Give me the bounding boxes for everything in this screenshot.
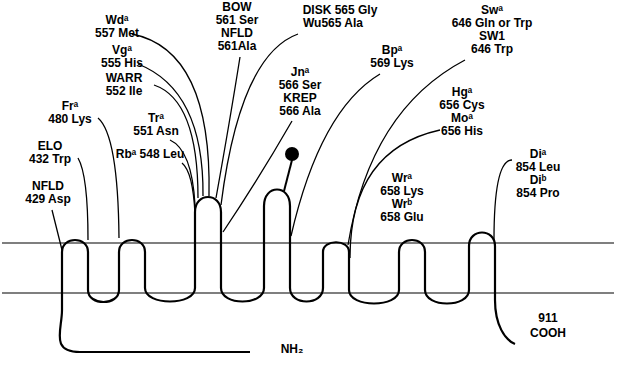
antigen-label: 854 Leu xyxy=(516,161,561,174)
antigen-label: 432 Trp xyxy=(29,153,71,166)
antigen-label: NFLD xyxy=(221,27,253,40)
antigen-label: Diᵇ xyxy=(530,174,547,187)
antigen-label: 480 Lys xyxy=(48,113,92,126)
protein-chain xyxy=(60,190,515,353)
antigen-label: Wrᵇ xyxy=(392,198,412,211)
leader-line xyxy=(98,118,119,238)
antigen-label: 557 Met xyxy=(95,27,139,40)
antigen-label: KREP xyxy=(283,92,316,105)
antigen-label: Vgᵃ xyxy=(112,44,132,57)
leader-line xyxy=(223,121,292,232)
antigen-label: 561 Ser xyxy=(216,14,259,27)
antigen-label: Wrᵃ xyxy=(392,172,412,185)
antigen-label: 646 Trp xyxy=(471,43,513,56)
antigen-label: Diᵃ xyxy=(530,148,547,161)
antigen-label: 566 Ser xyxy=(279,79,322,92)
leader-line xyxy=(494,160,512,240)
antigen-label: 551 Asn xyxy=(133,125,179,138)
antigen-label: ELO xyxy=(38,140,63,153)
antigen-label: 646 Gln or Trp xyxy=(452,17,533,30)
residue-count: 911 xyxy=(538,312,557,325)
leader-line xyxy=(348,60,465,245)
leader-line xyxy=(350,130,440,258)
membrane-inner-line xyxy=(2,292,614,293)
antigen-label: 555 His xyxy=(101,57,143,70)
antigen-label: Wu565 Ala xyxy=(303,17,363,30)
antigen-label: Trᵃ xyxy=(148,112,164,125)
antigen-label: Rbᵃ 548 Leu xyxy=(116,148,185,161)
membrane-outer-line xyxy=(2,242,614,243)
antigen-label: Hgᵃ xyxy=(452,86,473,99)
antigen-label: WARR xyxy=(106,72,143,85)
antigen-label: 429 Asp xyxy=(25,193,71,206)
leader-line xyxy=(216,57,240,198)
terminus-label: NH₂ xyxy=(281,343,304,356)
antigen-label: Frᵃ xyxy=(62,100,79,113)
antigen-label: NFLD xyxy=(32,180,64,193)
leader-line xyxy=(154,85,198,198)
leader-line xyxy=(78,158,88,240)
antigen-label: 656 Cys xyxy=(439,99,484,112)
antigen-label: Bpᵃ xyxy=(382,44,403,57)
antigen-label: Moᵃ xyxy=(451,112,473,125)
leader-lines xyxy=(52,34,512,258)
antigen-label: Wdᵃ xyxy=(105,14,128,27)
antigen-label: 569 Lys xyxy=(370,57,414,70)
leader-line xyxy=(132,34,209,196)
antigen-label: SW1 xyxy=(479,30,505,43)
leader-line xyxy=(52,210,62,250)
antigen-label: 854 Pro xyxy=(516,187,559,200)
antigen-label: BOW xyxy=(222,1,251,14)
antigen-label: 658 Glu xyxy=(380,211,423,224)
antigen-label: Jnᵃ xyxy=(291,66,310,79)
antigen-label: 656 His xyxy=(441,125,483,138)
leader-line xyxy=(221,34,298,205)
antigen-label: 552 Ile xyxy=(106,85,143,98)
terminus-label: COOH xyxy=(530,327,566,340)
glycan-stalk xyxy=(284,160,292,191)
antigen-label: 658 Lys xyxy=(380,185,424,198)
antigen-label: 566 Ala xyxy=(279,105,321,118)
antigen-label: DISK 565 Gly xyxy=(303,4,378,17)
glycan-dot xyxy=(285,147,299,161)
antigen-label: 561Ala xyxy=(218,40,257,53)
antigen-label: Swᵃ xyxy=(481,4,503,17)
